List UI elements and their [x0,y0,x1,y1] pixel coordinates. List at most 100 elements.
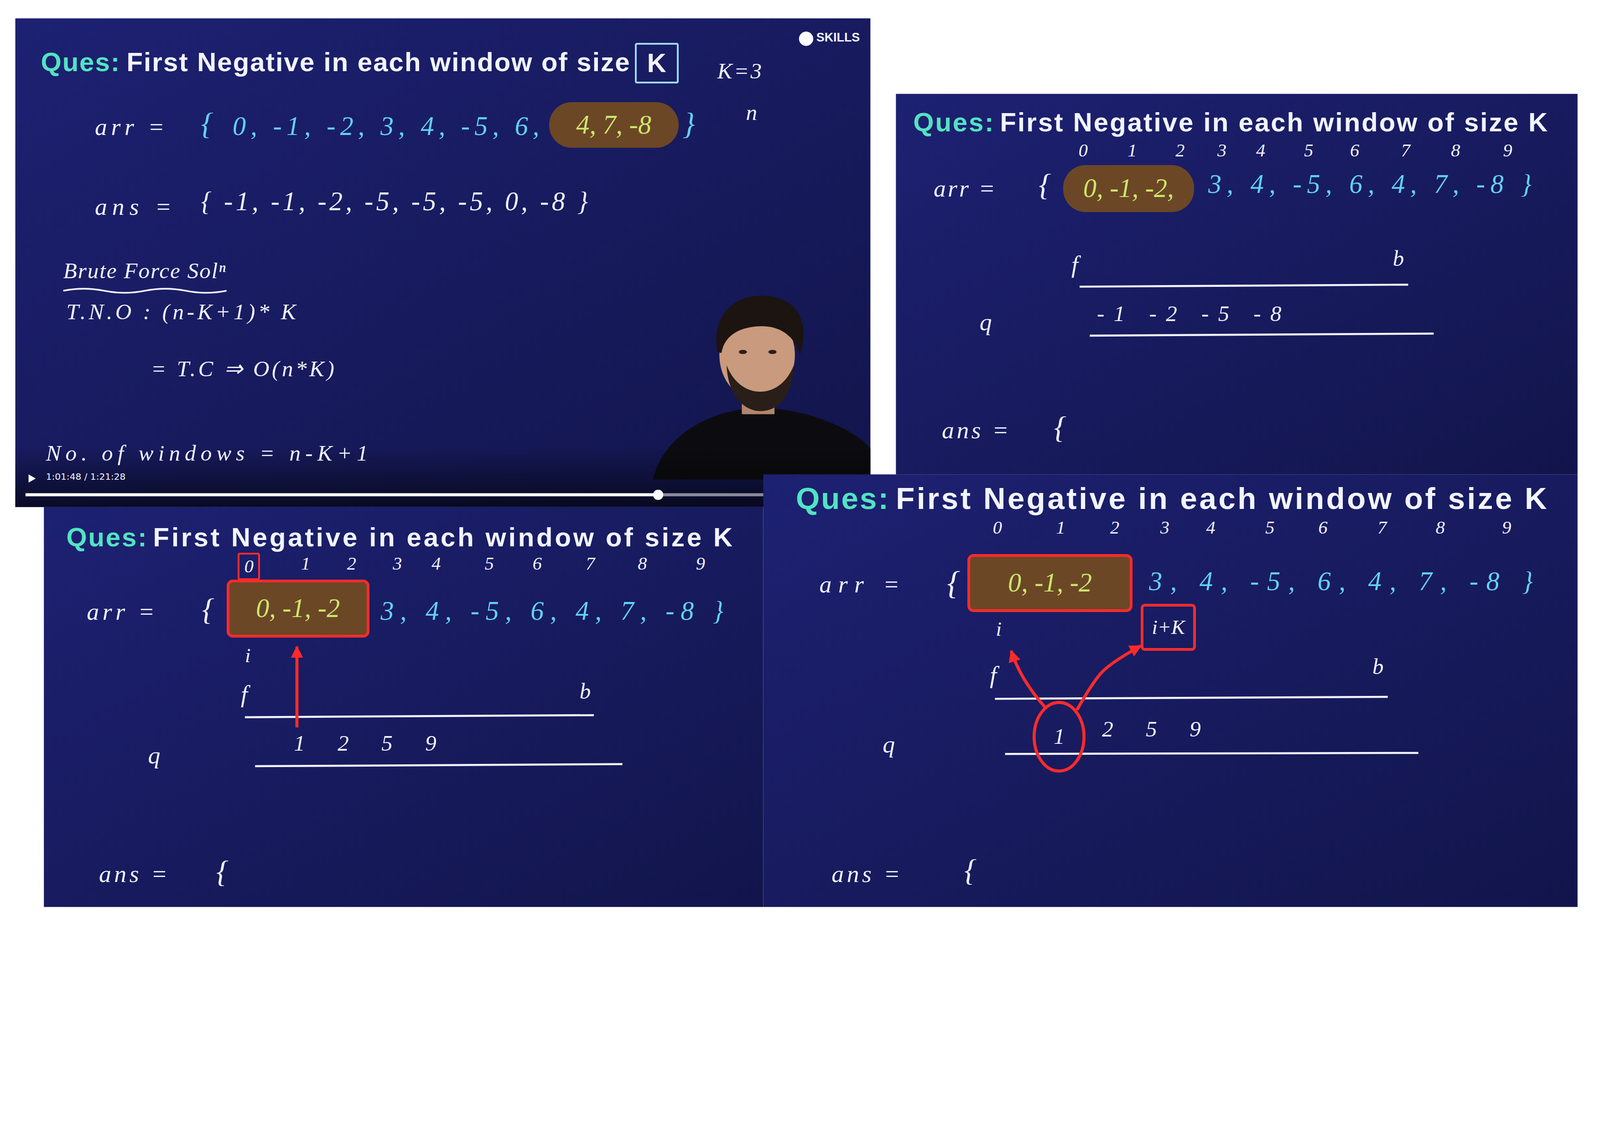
presenter-eye [768,349,777,354]
brand-logo: SKILLS [816,30,860,45]
answer-name: ans = [98,860,171,889]
queue-bottom-line [1005,753,1419,754]
index-number: 5 [1303,140,1314,162]
queue-bottom-line [254,764,623,767]
pointer-label: i [996,617,1002,641]
pointer-arrow [295,646,299,728]
brace: } [682,106,696,142]
array-values: 3, 4, -5, 6, 4, 7, -8 } [1208,169,1537,200]
heading-underline [63,288,227,293]
index-number: 8 [1435,517,1445,539]
queue-back: b [579,678,592,705]
queue-back: b [1392,245,1405,272]
boxed-index: 0 [237,552,260,581]
queue-back: b [1372,654,1384,681]
index-number: 3 [392,553,402,575]
pointer-arrow [1011,650,1045,707]
presenter-hair [716,295,804,355]
complexity-note: = T.C ⇒ O(n*K) [150,356,337,383]
queue-front: f [1071,250,1079,280]
brace: { [1038,167,1052,203]
index-number: 7 [585,553,595,575]
index-number: 4 [1205,517,1216,539]
node-text: 0, -1, -2 [255,593,340,624]
queue-top-line [1079,284,1408,287]
queue-top-line [994,696,1388,699]
array-name: arr = [819,570,907,599]
node-text: i+K [1151,615,1185,639]
brace: { [964,852,977,889]
index-number: 1 [1056,517,1066,539]
index-number: 9 [1501,517,1512,539]
index-number: 6 [1318,517,1328,539]
index-number: 9 [696,553,706,575]
boxed-label: i+K [1140,603,1196,651]
index-number: 7 [1377,517,1387,539]
section-heading: Brute Force Solⁿ [63,258,227,285]
array-values: 3, 4, -5, 6, 4, 7, -8 } [1148,566,1541,598]
connector-arrow [1076,645,1141,711]
question-title: First Negative in each window of size [126,46,631,78]
question-title: First Negative in each window of size K [153,522,735,553]
presenter-eye [738,349,748,354]
queue-name: q [882,730,895,759]
question-prefix: Ques: [66,522,148,553]
index-number: 3 [1160,517,1170,539]
question-title: First Negative in each window of size K [1000,107,1550,138]
circled-queue-index: 1 [1032,701,1086,773]
array-name: arr = [94,113,169,142]
question-prefix: Ques: [913,107,995,138]
window-box: 0, -1, -2 [967,554,1133,613]
size-note: n [745,99,758,126]
index-number: 8 [1450,140,1460,162]
answer-name: ans = [94,192,177,222]
answer-name: ans = [941,416,1012,445]
index-number: 5 [484,553,494,575]
index-number: 3 [1217,140,1227,162]
index-number: 1 [1127,140,1137,162]
circle-stroke [1033,702,1084,771]
index-number: 9 [1502,140,1512,162]
node-text: 4, 7, -8 [576,109,652,141]
operation-count: T.N.O : (n-K+1)* K [66,299,299,326]
index-number: 2 [347,553,357,575]
highlighted-window: 4, 7, -8 [549,102,679,149]
brace: { [946,564,961,602]
index-number: 2 [1175,140,1185,162]
index-number: 7 [1401,140,1411,162]
index-number: 0 [1078,140,1088,162]
logo-icon [799,31,814,46]
node-text: 0 [244,555,254,577]
parameter-note: K=3 [717,58,764,85]
queue-front: f [240,680,248,709]
brace: { [1054,410,1067,446]
queue-values: -1 -2 -5 -8 [1096,301,1291,328]
slide-panel [15,18,871,508]
pointer-label: i [244,644,251,668]
slide-panel [763,474,1578,908]
slide-panel [895,93,1578,475]
array-values: 0, -1, -2, 3, 4, -5, 6, [232,111,544,142]
highlighted-window: 0, -1, -2, [1063,165,1194,213]
answer-name: ans = [831,860,904,889]
node-text: K [647,47,667,79]
queue-name: q [147,741,161,770]
brace: { [202,592,215,628]
array-name: arr = [86,597,159,627]
array-values: 3, 4, -5, 6, 4, 7, -8 } [380,596,730,627]
brace: { [216,854,229,890]
node-text: 1 [1053,723,1065,750]
index-number: 0 [992,517,1003,539]
presenter-beard [726,365,795,412]
progress-played [25,493,659,497]
index-number: 6 [1350,140,1360,162]
slide-panel [43,507,764,908]
index-number: 4 [431,553,441,575]
queue-values: 1 2 5 9 [293,730,450,757]
window-box: 0, -1, -2 [226,579,370,639]
index-number: 6 [532,553,542,575]
node-text: 0, -1, -2 [1007,567,1092,599]
progress-knob [653,489,664,500]
